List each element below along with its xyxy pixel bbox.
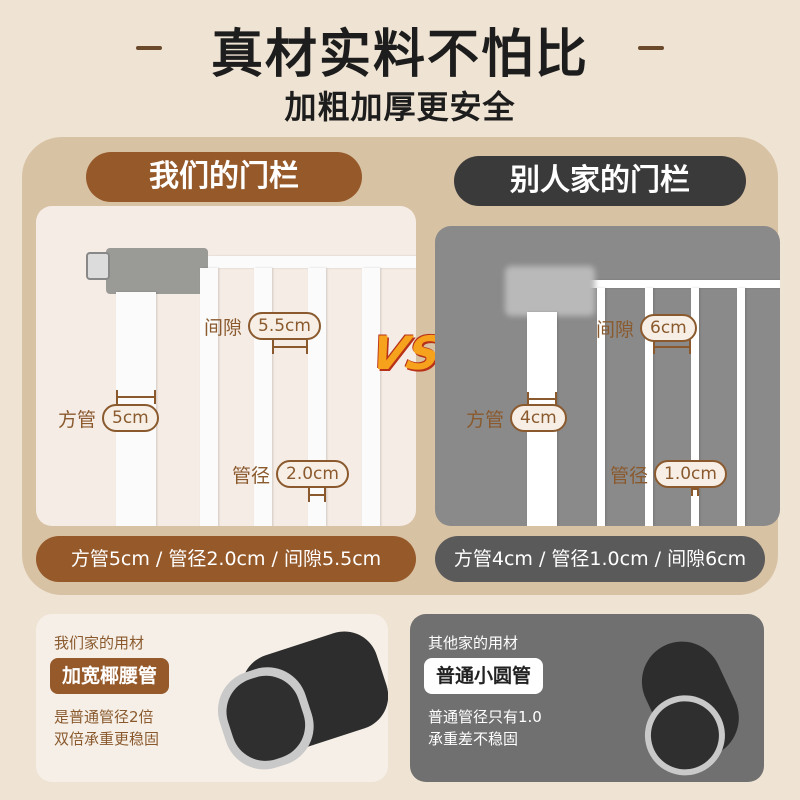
theirs-material-desc-1: 普通管径只有1.0 (428, 708, 542, 726)
round-tube-icon (641, 641, 739, 776)
theirs-blurred-bracket (505, 266, 595, 316)
theirs-diameter-measure (691, 482, 699, 496)
theirs-bar-4 (737, 288, 745, 526)
theirs-material-tag: 普通小圆管 (424, 658, 544, 694)
theirs-tube-value: 4cm (510, 404, 567, 432)
oval-tube-icon (217, 631, 388, 770)
theirs-tube-measure (527, 392, 557, 406)
ours-diameter-measure (308, 488, 326, 502)
title-deco-left (136, 46, 162, 50)
ours-material-card: 我们家的用材 加宽椰腰管 是普通管径2倍 双倍承重更稳固 (36, 614, 388, 782)
ours-bar-4 (362, 268, 380, 526)
theirs-bar-2 (645, 288, 653, 526)
ours-bar-1 (200, 268, 218, 526)
ours-material-heading: 我们家的用材 (54, 634, 145, 652)
theirs-material-heading: 其他家的用材 (428, 634, 519, 652)
ours-gap-label: 间隙 (204, 316, 243, 339)
ours-material-desc-1: 是普通管径2倍 (54, 708, 154, 726)
theirs-diameter-annotation: 管径 1.0cm (610, 460, 727, 488)
ours-gap-measure (272, 340, 308, 354)
ours-summary: 方管5cm / 管径2.0cm / 间隙5.5cm (36, 536, 416, 582)
ours-diameter-value: 2.0cm (276, 460, 349, 488)
ours-gap-value: 5.5cm (248, 312, 321, 340)
ours-label: 我们的门栏 (86, 152, 362, 202)
theirs-tube-label: 方管 (466, 408, 505, 431)
theirs-bar-3 (691, 288, 699, 526)
ours-wall-bracket (106, 248, 208, 294)
page-subtitle: 加粗加厚更安全 (284, 88, 516, 126)
theirs-bar-1 (597, 288, 605, 526)
ours-material-tag: 加宽椰腰管 (50, 658, 170, 694)
ours-top-rail (206, 256, 416, 268)
theirs-diameter-value: 1.0cm (654, 460, 727, 488)
ours-gate-photo (36, 206, 416, 526)
page-title: 真材实料不怕比 (210, 25, 589, 85)
theirs-material-desc-2: 承重差不稳固 (428, 730, 519, 748)
theirs-gate-photo (435, 226, 780, 526)
title-deco-right (638, 46, 664, 50)
theirs-tube-annotation: 方管 4cm (466, 404, 567, 432)
theirs-gap-value: 6cm (640, 314, 697, 342)
ours-tube-label: 方管 (58, 408, 97, 431)
ours-tube-value: 5cm (102, 404, 159, 432)
theirs-gap-measure (653, 340, 691, 354)
theirs-summary: 方管4cm / 管径1.0cm / 间隙6cm (435, 536, 765, 582)
ours-diameter-label: 管径 (232, 464, 271, 487)
ours-tube-measure (116, 390, 156, 404)
ours-gap-annotation: 间隙 5.5cm (204, 312, 321, 340)
theirs-label: 别人家的门栏 (454, 156, 746, 206)
theirs-material-card: 其他家的用材 普通小圆管 普通管径只有1.0 承重差不稳固 (410, 614, 764, 782)
theirs-top-rail (545, 280, 780, 288)
ours-tube-annotation: 方管 5cm (58, 404, 159, 432)
ours-diameter-annotation: 管径 2.0cm (232, 460, 349, 488)
theirs-gap-annotation: 间隙 6cm (596, 314, 697, 342)
ours-material-desc-2: 双倍承重更稳固 (54, 730, 160, 748)
theirs-gap-label: 间隙 (596, 318, 635, 341)
theirs-diameter-label: 管径 (610, 464, 649, 487)
ours-bracket-knob (86, 252, 110, 280)
